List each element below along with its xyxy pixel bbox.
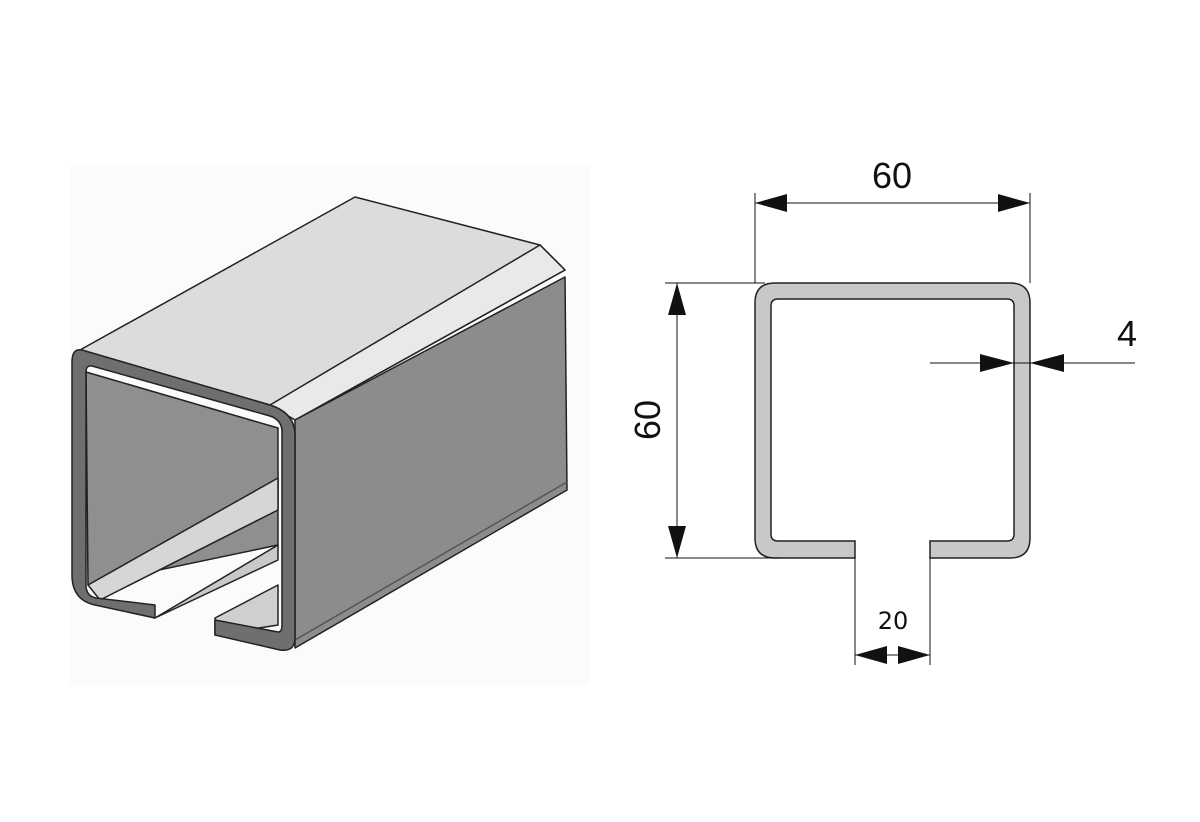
rail-front-section — [71, 349, 296, 651]
arrow-icon — [755, 194, 787, 212]
arrow-icon — [668, 283, 686, 315]
dimension-slot-label: 20 — [878, 607, 909, 635]
dimension-height-label: 60 — [627, 400, 668, 440]
dimension-width-label: 60 — [872, 155, 912, 196]
dimension-arrows — [668, 194, 1064, 664]
arrow-icon — [898, 646, 930, 664]
arrow-icon — [668, 526, 686, 558]
cross-section-view: 60 60 4 20 — [627, 155, 1137, 665]
section-profile — [754, 282, 1031, 559]
rail-3d-view — [70, 165, 590, 685]
arrow-icon — [855, 646, 887, 664]
arrow-icon — [998, 194, 1030, 212]
dimension-thickness-label: 4 — [1117, 313, 1137, 354]
rail-inner-lip — [87, 477, 279, 601]
dimension-lines — [665, 193, 1135, 665]
arrow-icon — [980, 354, 1014, 372]
arrow-icon — [1030, 354, 1064, 372]
